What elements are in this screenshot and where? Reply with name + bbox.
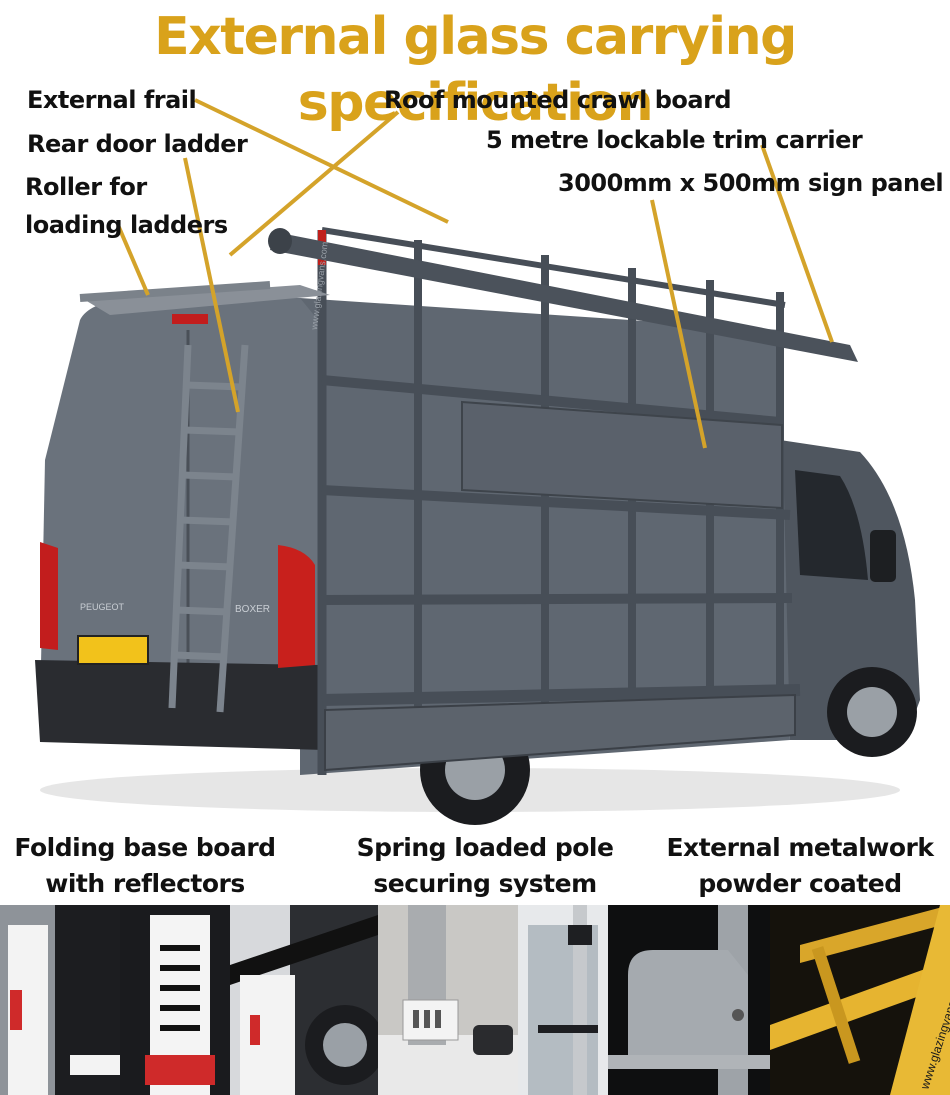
caption-spring-line2: securing system: [373, 869, 597, 898]
number-plate: [77, 635, 149, 665]
caption-folding-base-board: Folding base board with reflectors: [0, 830, 290, 902]
caption-metal-line1: External metalwork: [666, 833, 934, 862]
photo-base-board-2: [120, 905, 230, 1095]
label-trim-carrier: 5 metre lockable trim carrier: [486, 126, 863, 154]
trim-carrier-tube: [270, 232, 858, 362]
trim-carrier-cap: [268, 228, 292, 254]
label-sign-panel: 3000mm x 500mm sign panel: [558, 169, 944, 197]
badge-model: BOXER: [235, 604, 270, 615]
external-frail-rail: [79, 281, 271, 302]
caption-folding-line2: with reflectors: [45, 869, 245, 898]
photo-base-board-1: [0, 905, 120, 1095]
side-mirror: [870, 530, 896, 582]
label-external-frail: External frail: [27, 86, 197, 114]
folding-base-board: [324, 693, 796, 772]
caption-folding-line1: Folding base board: [14, 833, 276, 862]
label-roller-line1: Roller for: [25, 173, 147, 201]
label-roof-crawl-board: Roof mounted crawl board: [384, 86, 732, 114]
cab-window: [795, 470, 868, 580]
leader-lines: [116, 98, 834, 449]
tail-light-left: [40, 542, 58, 650]
roof-crawl-board: [85, 285, 330, 315]
badge-make: PEUGEOT: [80, 602, 125, 612]
brake-light: [172, 314, 208, 324]
rear-bumper: [35, 660, 325, 750]
photo-spring-pole-1: [378, 905, 518, 1095]
photo-spring-pole-2: [518, 905, 608, 1095]
photo-metalwork-2: www.glazingvans.com: [770, 905, 950, 1095]
caption-metal-line2: powder coated: [698, 869, 902, 898]
caption-spring-loaded-pole: Spring loaded pole securing system: [340, 830, 630, 902]
rear-door-ladder: [168, 344, 249, 713]
label-roller-line2: loading ladders: [25, 211, 228, 239]
glass-rack: [317, 227, 801, 775]
photo-base-board-3: [230, 905, 378, 1095]
page-title: External glass carrying specification: [154, 7, 797, 133]
photo-metalwork-1: [608, 905, 770, 1095]
caption-external-metalwork: External metalwork powder coated: [655, 830, 945, 902]
van-illustration: PEUGEOT BOXER www.glazingvans.com: [35, 98, 920, 825]
caption-spring-line1: Spring loaded pole: [356, 833, 614, 862]
tail-light-right: [278, 545, 315, 668]
label-rear-door-ladder: Rear door ladder: [27, 130, 248, 158]
front-wheel-hub: [847, 687, 897, 737]
